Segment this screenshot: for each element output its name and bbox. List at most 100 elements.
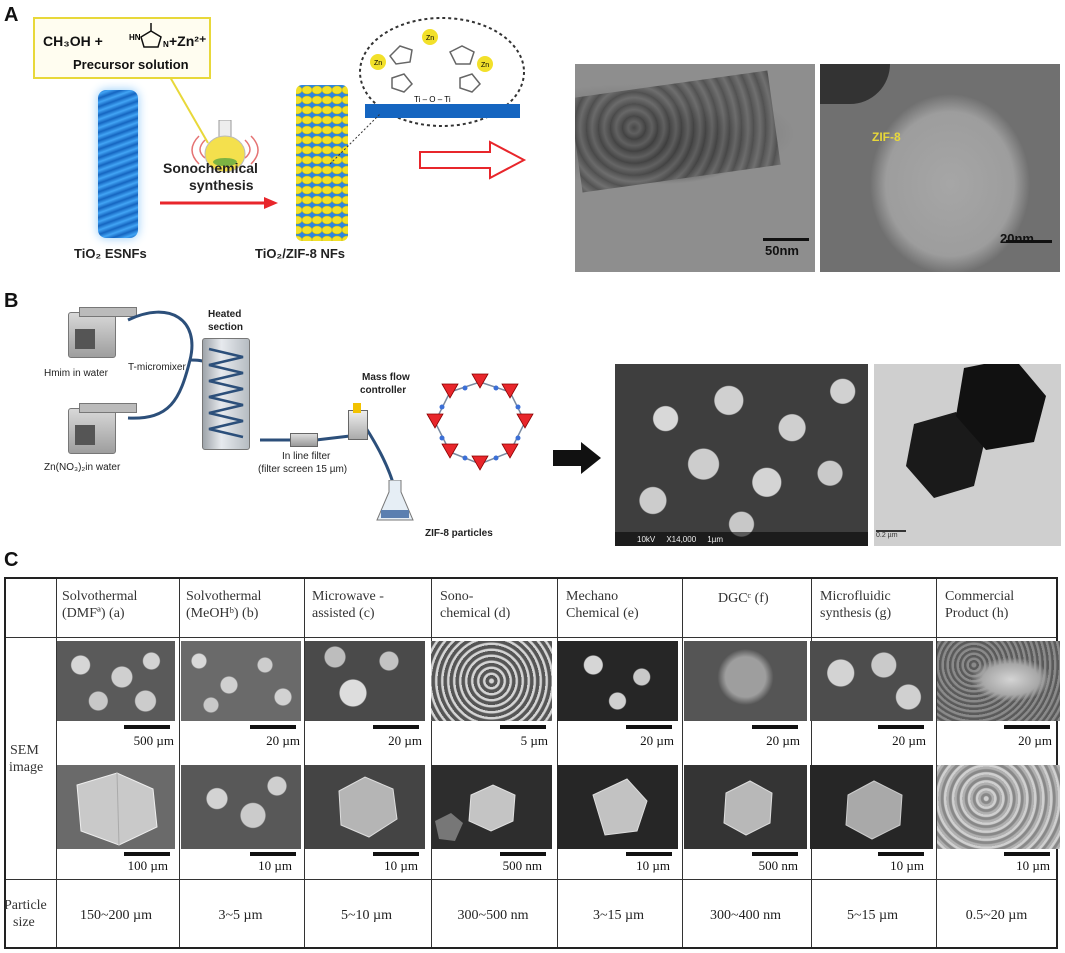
particle-size-e: 3~15 µm bbox=[592, 908, 645, 923]
tem-image-zif8-crystals: 0.2 µm bbox=[874, 364, 1061, 546]
particle-size-c: 5~10 µm bbox=[340, 908, 393, 923]
syringe-pump-zn bbox=[68, 403, 137, 454]
tem1-scale-label: 50nm bbox=[765, 243, 799, 258]
row-label-sem-2: image bbox=[9, 760, 44, 775]
synthesis-comparison-table bbox=[4, 577, 1058, 949]
scale-bar-bottom-g bbox=[878, 852, 924, 856]
sem-bottom-e bbox=[557, 765, 678, 849]
panel-b-letter: B bbox=[4, 290, 19, 312]
imidazole-ring-icon: HN N bbox=[129, 23, 169, 49]
precursor-caption: Precursor solution bbox=[73, 57, 189, 72]
zn-ion: +Zn²⁺ bbox=[169, 33, 207, 49]
tem2-scale-label: 20nm bbox=[1000, 231, 1034, 246]
particle-size-f: 300~400 nm bbox=[710, 908, 781, 923]
particle-size-a: 150~200 µm bbox=[79, 908, 153, 923]
sem-bottom-h bbox=[937, 765, 1060, 849]
tio2-nanofiber bbox=[98, 90, 138, 238]
zoom-detail: Zn Zn Zn Ti – O – Ti bbox=[330, 17, 525, 165]
scale-bar-top-g bbox=[878, 725, 924, 729]
sem-footer-label: 10kV X14,000 1µm bbox=[637, 535, 723, 544]
scale-bottom-b: 10 µm bbox=[258, 858, 292, 873]
scale-top-d: 5 µm bbox=[520, 733, 548, 748]
scale-top-a: 500 µm bbox=[133, 733, 174, 748]
scale-bottom-c: 10 µm bbox=[384, 858, 418, 873]
scale-bar-bottom-h bbox=[1004, 852, 1050, 856]
panel-a-letter: A bbox=[4, 4, 19, 26]
zn-label-1: Zn bbox=[426, 35, 434, 42]
mass-flow-label-2: controller bbox=[360, 385, 407, 396]
scale-bar-bottom-a bbox=[124, 852, 170, 856]
sem-top-e bbox=[557, 641, 678, 721]
scale-bottom-d: 500 nm bbox=[502, 858, 542, 873]
hmim-label: Hmim in water bbox=[44, 368, 108, 379]
tem-image-fiber: 50nm bbox=[575, 64, 815, 272]
scale-bar-top-b bbox=[250, 725, 296, 729]
zn-label-2: Zn bbox=[374, 60, 382, 67]
black-arrow-b bbox=[553, 442, 601, 474]
zn-label-3: Zn bbox=[481, 62, 489, 69]
column-header-a: Solvothermal(DMFª) (a) bbox=[62, 589, 138, 621]
filter-label-2: (filter screen 15 µm) bbox=[258, 464, 348, 475]
sem-top-c bbox=[305, 641, 425, 721]
scale-top-h: 20 µm bbox=[1018, 733, 1052, 748]
column-header-d: Sono-chemical (d) bbox=[440, 589, 511, 621]
mass-flow-label-1: Mass flow bbox=[362, 372, 410, 383]
zif8-annotation: ZIF-8 bbox=[872, 130, 901, 144]
precursor-formula: CH₃OH + bbox=[43, 33, 103, 49]
sem-top-h bbox=[937, 641, 1060, 721]
sem-top-d bbox=[431, 641, 552, 721]
box-connector bbox=[169, 77, 209, 144]
scale-top-g: 20 µm bbox=[892, 733, 926, 748]
sem-top-g bbox=[810, 641, 933, 721]
sem-top-a bbox=[57, 641, 175, 721]
scale-bar-bottom-e bbox=[626, 852, 672, 856]
zif8-structure-icon bbox=[426, 373, 534, 471]
sem-image-zif8-particles: 10kV X14,000 1µm bbox=[615, 364, 868, 546]
flask-icon bbox=[191, 120, 259, 173]
scale-top-b: 20 µm bbox=[266, 733, 300, 748]
scale-top-c: 20 µm bbox=[388, 733, 422, 748]
sem-bottom-b bbox=[181, 765, 301, 849]
column-header-b: Solvothermal(MeOHᵇ) (b) bbox=[186, 589, 262, 621]
column-header-f: DGCᶜ (f) bbox=[718, 591, 769, 606]
particle-size-g: 5~15 µm bbox=[846, 908, 899, 923]
sem-top-b bbox=[181, 641, 301, 721]
heated-label-1: Heated bbox=[208, 309, 242, 320]
scale-bar-top-a bbox=[124, 725, 170, 729]
row-label-sem-1: SEM bbox=[10, 743, 39, 758]
tem-b-scale-label: 0.2 µm bbox=[876, 532, 898, 539]
sem-bottom-g bbox=[810, 765, 933, 849]
sem-bottom-c bbox=[305, 765, 425, 849]
scale-bar-top-f bbox=[752, 725, 798, 729]
scale-bottom-h: 10 µm bbox=[1016, 858, 1050, 873]
filter-label-1: In line filter bbox=[282, 451, 331, 462]
zn-nitrate-label: Zn(NO₃)₂in water bbox=[44, 462, 121, 473]
scale-bar-bottom-b bbox=[250, 852, 296, 856]
tubing-network bbox=[127, 310, 397, 491]
row-label-size-2: size bbox=[13, 915, 35, 930]
scale-bottom-e: 10 µm bbox=[636, 858, 670, 873]
scale-bottom-g: 10 µm bbox=[890, 858, 924, 873]
scale-top-e: 20 µm bbox=[640, 733, 674, 748]
sem-bottom-d bbox=[431, 765, 552, 849]
collection-flask-icon bbox=[376, 480, 414, 521]
row-label-size-1: Particle bbox=[4, 898, 47, 913]
outline-arrow-a bbox=[419, 140, 527, 180]
ti-o-ti-label: Ti – O – Ti bbox=[414, 95, 451, 104]
sem-top-f bbox=[684, 641, 807, 721]
sem-bottom-a bbox=[57, 765, 175, 849]
precursor-box: CH₃OH + HN N +Zn²⁺ Precursor solution bbox=[33, 17, 211, 79]
heated-section-column bbox=[202, 338, 250, 450]
scale-bar-bottom-f bbox=[752, 852, 798, 856]
t-micromixer-label: T-micromixer bbox=[128, 362, 186, 373]
heated-label-2: section bbox=[208, 322, 244, 333]
tio2-zif8-label: TiO₂/ZIF-8 NFs bbox=[255, 246, 346, 261]
red-arrow-a bbox=[160, 197, 278, 209]
tio2-esnfs-label: TiO₂ ESNFs bbox=[74, 246, 147, 261]
scale-bar-top-e bbox=[626, 725, 672, 729]
mass-flow-controller bbox=[348, 403, 368, 440]
column-header-c: Microwave -assisted (c) bbox=[312, 589, 384, 621]
syringe-pump-hmim bbox=[68, 307, 137, 358]
